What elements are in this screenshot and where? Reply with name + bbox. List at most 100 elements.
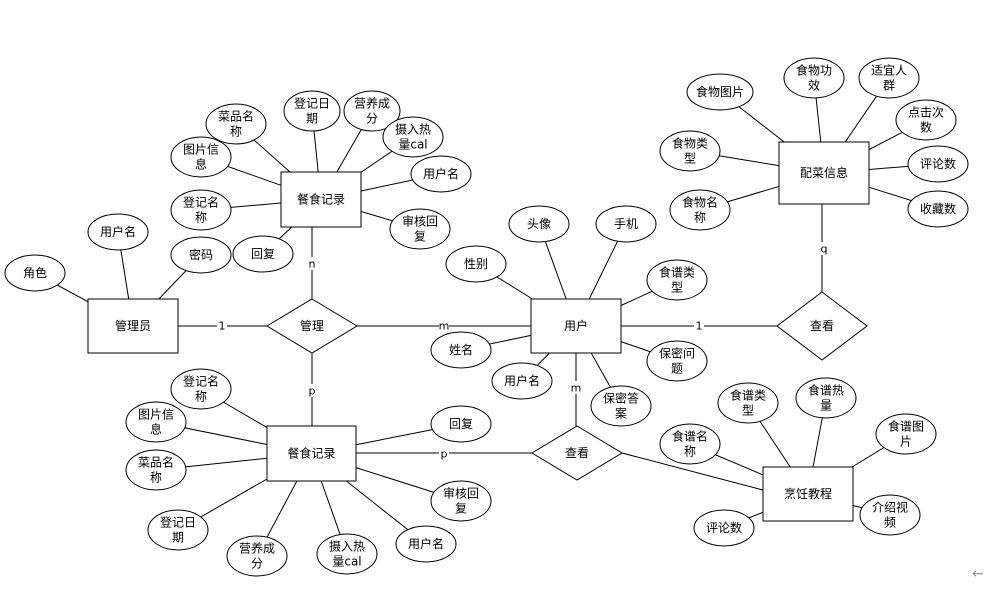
attribute-ellipse-f_comments[interactable]	[907, 145, 969, 183]
attribute-ellipse-mb_reply[interactable]	[430, 405, 492, 443]
attribute-ellipse-mb_date[interactable]	[147, 509, 209, 551]
attribute-ellipse-a_admin_user[interactable]	[87, 213, 149, 251]
attribute-ellipse-u_name[interactable]	[430, 331, 492, 369]
cardinality-bg-c_mealB	[307, 384, 317, 397]
cardinality-bg-c_user_tut	[571, 381, 581, 394]
attribute-ellipse-u_rtype[interactable]	[646, 259, 708, 301]
attribute-label-f_name: 食物名称	[682, 195, 718, 225]
attribute-label-u_rtype: 食谱类型	[659, 265, 695, 295]
attribute-ellipse-u_phone[interactable]	[595, 205, 657, 243]
attribute-label-u_username: 用户名	[504, 373, 540, 388]
attribute-label-ma_cal: 摄入热量cal	[395, 122, 431, 152]
attribute-label-mb_cal: 摄入热量cal	[329, 539, 365, 569]
relationship-label-viewMenu: 查看	[810, 319, 834, 333]
entity-label-user: 用户	[564, 318, 588, 333]
back-arrow-icon[interactable]: ←	[972, 566, 984, 582]
attribute-ellipse-u_gender[interactable]	[445, 245, 507, 283]
attribute-ellipse-ma_review[interactable]	[389, 208, 451, 250]
cardinality-label-c_mealB_tut: p	[441, 448, 448, 461]
attribute-ellipse-ma_user[interactable]	[410, 155, 472, 193]
attribute-ellipse-a_admin_pwd[interactable]	[170, 236, 232, 274]
entity-box-mealA[interactable]	[280, 171, 362, 228]
attribute-ellipse-f_crowd[interactable]	[858, 57, 920, 99]
attribute-ellipse-mb_dish[interactable]	[125, 449, 187, 491]
attribute-label-u_secq: 保密问题	[659, 346, 695, 376]
entity-label-menu: 配菜信息	[800, 165, 848, 180]
attribute-ellipse-t_comments[interactable]	[693, 509, 755, 547]
entity-label-mealA: 餐食记录	[297, 192, 345, 207]
relationship-diamond-viewTutorial[interactable]	[531, 425, 623, 481]
cardinality-bg-c_admin	[217, 319, 227, 332]
entity-label-mealB: 餐食记录	[287, 446, 335, 461]
attribute-label-ma_user: 用户名	[423, 166, 459, 181]
attribute-ellipse-ma_date[interactable]	[283, 90, 341, 132]
attribute-label-t_comments: 评论数	[706, 520, 742, 535]
cardinality-bg-c_mealA	[307, 257, 317, 270]
attribute-ellipse-mb_review[interactable]	[430, 480, 492, 522]
attribute-ellipse-t_img[interactable]	[875, 413, 937, 455]
attribute-ellipse-ma_img[interactable]	[170, 136, 232, 178]
attribute-label-u_phone: 手机	[614, 217, 638, 231]
attribute-ellipse-mb_regname[interactable]	[170, 368, 232, 410]
attribute-ellipse-t_name[interactable]	[659, 423, 721, 465]
attribute-ellipse-mb_img[interactable]	[125, 401, 187, 443]
attribute-ellipse-f_type[interactable]	[659, 130, 721, 172]
cardinality-label-c_user_tut: m	[571, 382, 582, 395]
entity-box-tutorial[interactable]	[762, 466, 854, 522]
attribute-label-mb_dish: 菜品名称	[138, 455, 174, 485]
attribute-label-f_comments: 评论数	[920, 156, 956, 171]
attribute-ellipse-ma_regname[interactable]	[170, 189, 232, 231]
attribute-ellipse-t_heat[interactable]	[795, 377, 857, 419]
attribute-ellipse-t_rtype[interactable]	[717, 382, 779, 424]
relationship-diamond-viewMenu[interactable]	[776, 291, 868, 361]
cardinality-bg-c_mealB_tut	[439, 447, 449, 460]
attribute-ellipse-ma_reply[interactable]	[232, 235, 294, 273]
attribute-ellipse-f_clicks[interactable]	[895, 99, 957, 141]
attribute-label-mb_reply: 回复	[449, 417, 473, 431]
attribute-label-a_admin_pwd: 密码	[189, 247, 213, 262]
attribute-label-mb_img: 图片信息	[138, 408, 174, 437]
attribute-ellipse-f_fav[interactable]	[907, 190, 969, 228]
attribute-ellipse-f_effect[interactable]	[783, 57, 845, 99]
cardinality-label-c_mealA: n	[309, 258, 316, 271]
attribute-ellipse-ma_cal[interactable]	[382, 116, 444, 158]
attribute-ellipse-u_secq[interactable]	[646, 340, 708, 382]
attribute-ellipse-ma_nutr[interactable]	[343, 90, 401, 132]
attribute-ellipse-ma_dish[interactable]	[205, 103, 267, 145]
cardinality-label-c_menu: q	[821, 243, 828, 256]
relationship-link-8	[621, 452, 764, 491]
entity-box-mealB[interactable]	[266, 425, 357, 482]
attribute-ellipse-u_username[interactable]	[491, 362, 553, 400]
attribute-ellipse-f_name[interactable]	[669, 189, 731, 231]
attribute-ellipse-u_seca[interactable]	[590, 385, 652, 427]
attribute-ellipse-a_role[interactable]	[4, 254, 66, 292]
attribute-ellipse-mb_user[interactable]	[395, 525, 457, 563]
attribute-label-mb_date: 登记日期	[160, 515, 196, 545]
attribute-label-f_img: 食物图片	[696, 84, 744, 99]
attribute-label-ma_img: 图片信息	[183, 143, 219, 172]
attribute-ellipse-f_img[interactable]	[686, 73, 754, 111]
attribute-label-t_img: 食谱图片	[888, 419, 924, 449]
attribute-ellipse-mb_cal[interactable]	[316, 533, 378, 575]
attribute-label-mb_user: 用户名	[408, 536, 444, 551]
attribute-label-u_avatar: 头像	[527, 217, 551, 231]
attribute-label-t_name: 食谱名称	[672, 429, 708, 459]
attribute-label-u_name: 姓名	[449, 342, 473, 357]
attribute-ellipse-t_video[interactable]	[859, 494, 921, 536]
attribute-label-a_role: 角色	[23, 266, 47, 280]
relationship-diamond-manage[interactable]	[266, 298, 358, 354]
attribute-ellipse-u_avatar[interactable]	[508, 205, 570, 243]
relationship-label-viewTutorial: 查看	[565, 446, 589, 460]
entity-box-menu[interactable]	[778, 141, 870, 205]
attribute-label-f_clicks: 点击次数	[908, 106, 944, 135]
attribute-label-ma_nutr: 营养成分	[354, 96, 390, 126]
attribute-label-u_seca: 保密答案	[603, 391, 639, 421]
entity-box-admin[interactable]	[87, 298, 179, 354]
cardinality-label-c_user_manage: m	[439, 320, 450, 333]
entity-box-user[interactable]	[530, 298, 622, 354]
cardinality-bg-c_user_view	[694, 319, 704, 332]
attribute-label-t_video: 介绍视频	[872, 500, 908, 530]
attribute-ellipse-mb_nutr[interactable]	[226, 535, 288, 577]
